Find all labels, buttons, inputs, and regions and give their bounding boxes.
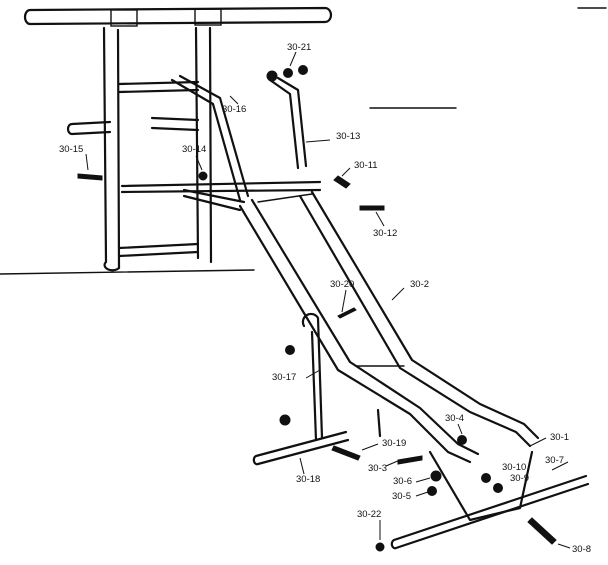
- label-30-10: 30-10: [502, 462, 526, 473]
- slide-body: [238, 190, 540, 522]
- nut-30-4: [457, 435, 467, 445]
- base-bar-right: [390, 474, 590, 550]
- label-30-9: 30-9: [510, 473, 529, 484]
- support-and-base: [252, 312, 590, 550]
- bolt-30-12: [359, 205, 385, 211]
- label-30-13: 30-13: [336, 131, 360, 142]
- nut-30-17: [285, 345, 295, 355]
- support-leg: [301, 312, 324, 442]
- nut-30-21b: [283, 68, 293, 78]
- side-rung-left: [66, 120, 112, 136]
- frame-leg-left: [102, 26, 121, 272]
- nut-30-10: [481, 473, 491, 483]
- frame-crossbar-high: [117, 80, 200, 94]
- label-30-19: 30-19: [382, 438, 406, 449]
- hardware: [77, 65, 557, 552]
- label-30-20: 30-20: [330, 279, 354, 290]
- bolt-30-3: [397, 455, 423, 465]
- base-post: [376, 408, 382, 438]
- label-30-8: 30-8: [572, 544, 591, 555]
- label-30-17: 30-17: [272, 372, 296, 383]
- label-30-6: 30-6: [393, 476, 412, 487]
- label-30-21: 30-21: [287, 42, 311, 53]
- label-30-11: 30-11: [354, 160, 378, 171]
- label-30-22: 30-22: [357, 509, 381, 520]
- label-30-5: 30-5: [392, 491, 411, 502]
- label-30-2: 30-2: [410, 279, 429, 290]
- nut-30-22: [375, 542, 385, 552]
- slide-rail-left: [238, 198, 480, 464]
- upper-rail-right: [268, 76, 308, 170]
- side-rung-mid: [150, 116, 200, 132]
- label-30-16: 30-16: [222, 104, 246, 115]
- label-30-3: 30-3: [368, 463, 387, 474]
- nut-30-21c: [298, 65, 308, 75]
- bolt-30-8: [527, 517, 557, 545]
- upper-rails: [120, 74, 322, 212]
- label-30-1: 30-1: [550, 432, 569, 443]
- label-30-4: 30-4: [445, 413, 464, 424]
- leader-lines: [85, 51, 571, 549]
- frame-crossbar-low: [117, 242, 200, 258]
- attachment-bar: [120, 180, 322, 194]
- bolt-30-19: [331, 445, 361, 461]
- swing-frame: [23, 6, 333, 272]
- bracket-30-11: [333, 175, 351, 189]
- nut-30-18: [279, 414, 291, 426]
- nut-30-5: [427, 486, 437, 496]
- upper-rail-left: [170, 74, 250, 202]
- nut-30-14: [198, 171, 208, 181]
- bolt-30-15: [77, 173, 103, 181]
- slide-rail-right: [298, 190, 540, 448]
- beam-bracket-left: [110, 9, 138, 27]
- beam-bracket-right: [194, 8, 222, 26]
- label-30-14: 30-14: [182, 144, 206, 155]
- slide-bed: [257, 193, 405, 367]
- part-labels: 30-21 30-16 30-13 30-15 30-14 30-11 30-1…: [59, 42, 591, 555]
- nut-30-6: [430, 470, 442, 482]
- bolt-30-20: [337, 307, 357, 319]
- top-beam: [23, 6, 333, 26]
- base-bar-left: [252, 430, 350, 466]
- label-30-7: 30-7: [545, 455, 564, 466]
- frame-line-left: [0, 269, 255, 275]
- label-30-18: 30-18: [296, 474, 320, 485]
- frame-leg-right: [194, 26, 213, 264]
- mount-bracket: [182, 188, 246, 212]
- nut-30-9: [493, 483, 503, 493]
- label-30-12: 30-12: [373, 228, 397, 239]
- nut-30-21a: [266, 70, 278, 82]
- label-30-15: 30-15: [59, 144, 83, 155]
